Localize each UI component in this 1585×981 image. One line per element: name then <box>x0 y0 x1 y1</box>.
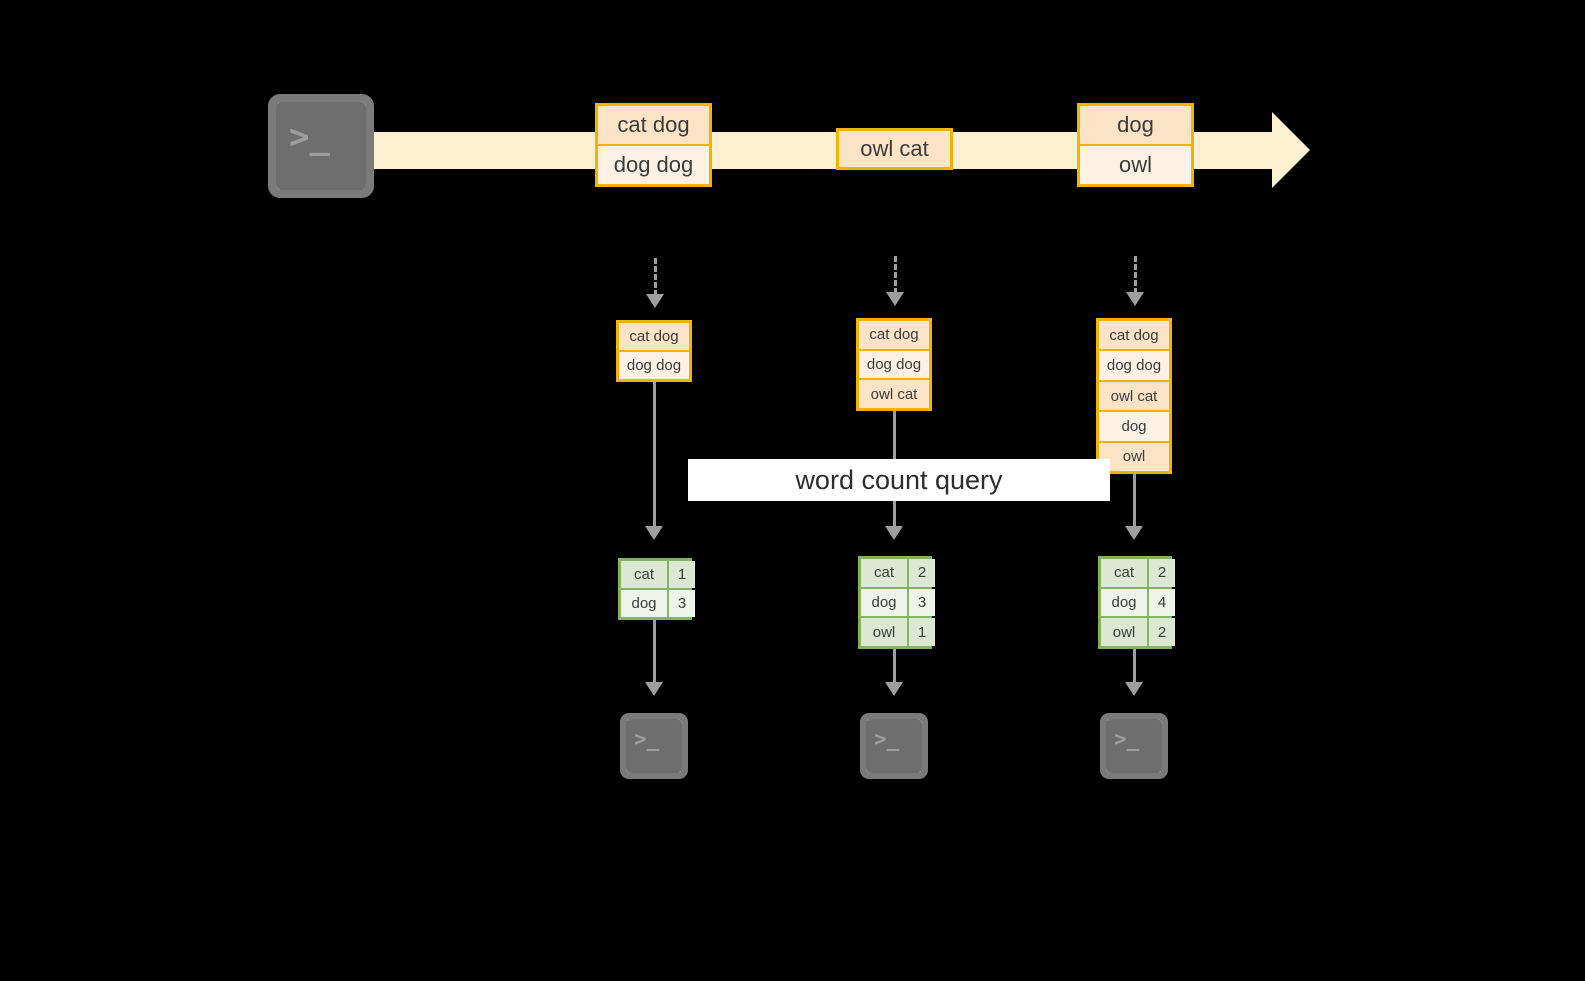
stream-event-cell: cat dog <box>598 106 709 144</box>
terminal-icon-source[interactable]: >_ <box>268 94 374 198</box>
result-table-3[interactable]: cat 2 dog 4 owl 2 <box>1098 556 1175 649</box>
state-row: owl <box>1099 442 1169 472</box>
state-table-2[interactable]: cat dog dog dog owl cat <box>856 318 932 411</box>
state-row: owl cat <box>1099 381 1169 411</box>
state-to-result-arrowhead-3 <box>1125 526 1143 540</box>
result-row: dog 3 <box>861 588 935 617</box>
result-word: owl <box>861 618 907 647</box>
result-to-sink-connector-1 <box>653 620 656 686</box>
result-table-1[interactable]: cat 1 dog 3 <box>618 558 695 620</box>
state-table-3[interactable]: cat dog dog dog owl cat dog owl <box>1096 318 1172 474</box>
result-row: cat 2 <box>1101 559 1175 587</box>
state-row: cat dog <box>619 323 689 350</box>
result-to-sink-connector-2 <box>893 649 896 686</box>
stream-event-cell: dog dog <box>598 146 709 184</box>
stream-to-state-connector-3 <box>1134 256 1137 294</box>
state-row: owl cat <box>859 380 929 409</box>
result-row: dog 3 <box>621 590 695 617</box>
terminal-icon-sink-3[interactable]: >_ <box>1100 713 1168 779</box>
terminal-face: >_ <box>1106 719 1162 773</box>
terminal-prompt-glyph: >_ <box>874 727 900 751</box>
stream-to-state-connector-2 <box>894 256 897 294</box>
state-row: cat dog <box>1099 321 1169 350</box>
result-row: owl 1 <box>861 618 935 647</box>
query-label-band: word count query <box>688 459 1110 501</box>
stream-event-group-2[interactable]: owl cat <box>836 128 953 170</box>
stream-event-group-1[interactable]: cat dog dog dog <box>595 103 712 187</box>
terminal-prompt-glyph: >_ <box>1114 727 1140 751</box>
stream-to-state-connector-1 <box>654 258 657 296</box>
stream-to-state-arrowhead-1 <box>646 294 664 308</box>
stream-to-state-arrowhead-3 <box>1126 292 1144 306</box>
state-to-result-connector-3 <box>1133 474 1136 530</box>
result-to-sink-arrowhead-2 <box>885 682 903 696</box>
terminal-face: >_ <box>866 719 922 773</box>
state-row: dog dog <box>619 352 689 379</box>
event-stream-arrowhead <box>1272 112 1310 188</box>
terminal-icon-sink-1[interactable]: >_ <box>620 713 688 779</box>
result-to-sink-connector-3 <box>1133 649 1136 686</box>
result-word: owl <box>1101 618 1147 647</box>
result-row: cat 1 <box>621 561 695 588</box>
stream-event-cell: owl cat <box>839 131 950 167</box>
terminal-prompt-glyph: >_ <box>634 727 660 751</box>
stream-event-cell: dog <box>1080 106 1191 144</box>
result-count: 2 <box>909 559 935 587</box>
result-word: dog <box>621 590 667 617</box>
result-word: cat <box>1101 559 1147 587</box>
result-count: 1 <box>909 618 935 647</box>
result-word: cat <box>861 559 907 587</box>
terminal-prompt-glyph: >_ <box>289 117 330 157</box>
result-count: 4 <box>1149 588 1175 617</box>
result-to-sink-arrowhead-1 <box>645 682 663 696</box>
result-row: cat 2 <box>861 559 935 587</box>
query-label-text: word count query <box>795 464 1003 495</box>
result-word: dog <box>861 588 907 617</box>
state-row: dog dog <box>1099 351 1169 380</box>
state-to-result-arrowhead-1 <box>645 526 663 540</box>
terminal-face: >_ <box>626 719 682 773</box>
result-row: dog 4 <box>1101 588 1175 617</box>
state-row: dog <box>1099 412 1169 441</box>
state-table-1[interactable]: cat dog dog dog <box>616 320 692 382</box>
result-count: 1 <box>669 561 695 588</box>
terminal-face: >_ <box>276 102 366 190</box>
stream-event-cell: owl <box>1080 146 1191 184</box>
result-row: owl 2 <box>1101 618 1175 647</box>
result-count: 2 <box>1149 559 1175 587</box>
stream-event-group-3[interactable]: dog owl <box>1077 103 1194 187</box>
stream-to-state-arrowhead-2 <box>886 292 904 306</box>
result-table-2[interactable]: cat 2 dog 3 owl 1 <box>858 556 935 649</box>
state-to-result-arrowhead-2 <box>885 526 903 540</box>
terminal-icon-sink-2[interactable]: >_ <box>860 713 928 779</box>
result-word: cat <box>621 561 667 588</box>
result-to-sink-arrowhead-3 <box>1125 682 1143 696</box>
result-count: 3 <box>669 590 695 617</box>
state-to-result-connector-1 <box>653 382 656 530</box>
state-row: dog dog <box>859 350 929 379</box>
result-count: 3 <box>909 588 935 617</box>
state-row: cat dog <box>859 321 929 349</box>
result-word: dog <box>1101 588 1147 617</box>
result-count: 2 <box>1149 618 1175 647</box>
